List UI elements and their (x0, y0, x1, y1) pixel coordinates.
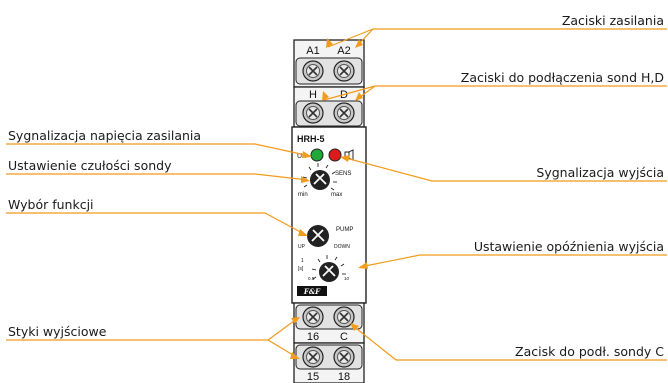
leader-probe-c (351, 324, 667, 361)
delay-one-label: 1 (301, 258, 304, 264)
led-un-icon (310, 148, 324, 162)
delay-max-label: 10 (344, 276, 350, 281)
arrow-a1 (326, 38, 333, 48)
brand-plate (297, 286, 327, 296)
leader-output-contacts-15 (6, 339, 299, 359)
leader-supply-signal (6, 143, 311, 157)
callout-supply-voltage-signal: Sygnalizacja napięcia zasilania (8, 128, 201, 143)
delay-unit-label: [s] (298, 266, 304, 272)
screw-h (302, 102, 324, 124)
arrow-function (298, 229, 308, 236)
arrow-contact-15 (290, 352, 300, 359)
pump-label: PUMP (336, 227, 353, 233)
led-output-icon (328, 148, 342, 162)
function-knob-icon[interactable] (307, 225, 329, 247)
leader-delay (359, 254, 667, 268)
leader-output-signal (341, 156, 667, 182)
sensitivity-knob-icon[interactable] (302, 163, 337, 191)
arrow-h (322, 91, 329, 101)
callout-probe-c-terminal: Zacisk do podł. sondy C (515, 344, 664, 359)
terminal-label-c: C (340, 331, 348, 343)
callout-probe-terminals-hd: Zaciski do podłączenia sond H,D (461, 70, 664, 85)
un-label: Un (297, 153, 306, 160)
leader-probe-h (323, 85, 376, 101)
up-label: UP (298, 244, 306, 250)
arrow-probe-c (350, 323, 359, 331)
screw-c (333, 306, 355, 328)
relay-device: A1 A2 H D 16 C 15 18 HRH-5 Un SENS m (291, 39, 367, 383)
leader-probe-hd (355, 85, 667, 101)
delay-min-label: 0.5 (308, 276, 315, 281)
max-label: max (331, 192, 342, 198)
arrow-output-signal (340, 155, 350, 162)
screw-d (333, 102, 355, 124)
terminal-label-a2: A2 (337, 45, 350, 57)
terminal-label-15: 15 (307, 371, 319, 383)
arrow-contact-16 (291, 317, 300, 324)
brand-logo: F&F (303, 287, 321, 296)
arrow-supply-signal (302, 151, 312, 158)
terminal-label-h: H (309, 89, 317, 101)
arrowheads (290, 38, 368, 359)
callout-supply-terminals: Zaciski zasilania (562, 13, 664, 28)
callout-probe-sensitivity: Ustawienie czułości sondy (8, 158, 172, 173)
terminal-label-a1: A1 (306, 45, 319, 57)
delay-knob-icon[interactable] (311, 255, 346, 282)
min-label: min (298, 192, 308, 198)
leader-output-contacts-16 (267, 317, 299, 341)
arrow-delay (358, 262, 368, 269)
screw-a1 (302, 60, 324, 82)
callout-output-delay: Ustawienie opóźnienia wyjścia (474, 239, 664, 254)
arrow-a2 (355, 39, 363, 48)
down-label: DOWN (334, 244, 350, 250)
arrow-sensitivity (301, 176, 310, 183)
arrow-d (355, 92, 363, 101)
callout-function-select: Wybór funkcji (8, 197, 94, 212)
screw-16 (302, 306, 324, 328)
screw-18 (333, 346, 355, 368)
leader-supply-a1 (327, 28, 374, 48)
sens-label: SENS (335, 171, 351, 177)
screw-15 (302, 346, 324, 368)
terminal-label-16: 16 (307, 331, 319, 343)
terminal-label-18: 18 (338, 371, 350, 383)
leader-lines (6, 28, 667, 361)
leader-sensitivity (6, 173, 309, 181)
leader-supply (355, 28, 667, 48)
model-label: HRH-5 (297, 134, 325, 144)
callout-output-signal: Sygnalizacja wyjścia (536, 165, 664, 180)
screw-a2 (333, 60, 355, 82)
leader-function (6, 212, 307, 236)
callout-output-contacts: Styki wyjściowe (8, 324, 107, 339)
